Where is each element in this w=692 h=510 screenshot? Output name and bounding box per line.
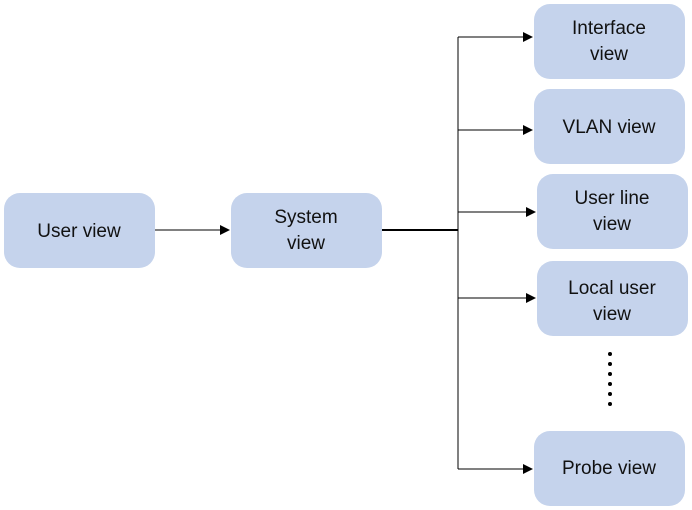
node-label-line: System xyxy=(274,207,337,228)
node-label-line: view xyxy=(593,214,631,235)
node-label-line: Interface xyxy=(572,18,646,39)
ellipsis-dot xyxy=(608,352,612,356)
node-probe-view: Probe view xyxy=(534,431,685,506)
connectors xyxy=(155,32,536,474)
node-system-view-label: System view xyxy=(274,207,337,254)
node-user-view: User view xyxy=(4,193,155,268)
node-user-line-view-label: User line view xyxy=(575,188,650,235)
node-label-line: view xyxy=(593,304,631,325)
node-vlan-view: VLAN view xyxy=(534,89,685,164)
node-local-user-view-label: Local user view xyxy=(568,278,656,325)
ellipsis-dot xyxy=(608,362,612,366)
ellipsis-dot xyxy=(608,402,612,406)
node-interface-view-label: Interface view xyxy=(572,18,646,65)
node-label-line: view xyxy=(287,233,325,254)
node-label-line: User view xyxy=(37,221,121,242)
node-label-line: VLAN view xyxy=(563,117,656,138)
node-user-view-label: User view xyxy=(37,221,121,242)
node-label-line: Local user xyxy=(568,278,656,299)
ellipsis-dot xyxy=(608,372,612,376)
ellipsis-dot xyxy=(608,382,612,386)
vertical-ellipsis xyxy=(608,352,612,406)
ellipsis-dot xyxy=(608,392,612,396)
node-probe-view-label: Probe view xyxy=(562,458,656,479)
node-vlan-view-label: VLAN view xyxy=(563,117,656,138)
node-interface-view: Interface view xyxy=(534,4,685,79)
node-user-line-view: User line view xyxy=(537,174,688,249)
node-label-line: view xyxy=(590,44,628,65)
node-label-line: Probe view xyxy=(562,458,656,479)
node-local-user-view: Local user view xyxy=(537,261,688,336)
node-label-line: User line xyxy=(575,188,650,209)
node-system-view: System view xyxy=(231,193,382,268)
